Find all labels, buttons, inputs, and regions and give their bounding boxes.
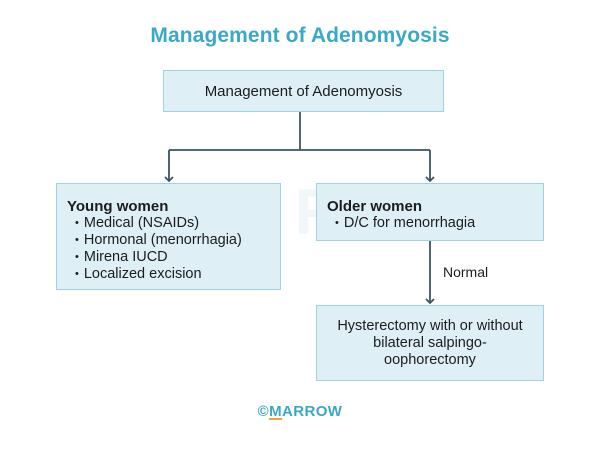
hysterectomy-node: Hysterectomy with or without bilateral s… xyxy=(316,305,544,381)
young-women-heading: Young women xyxy=(67,198,169,215)
young-women-list: Medical (NSAIDs) Hormonal (menorrhagia) … xyxy=(67,215,280,283)
young-women-node: Young women Medical (NSAIDs) Hormonal (m… xyxy=(56,183,281,290)
list-item: D/C for menorrhagia xyxy=(335,215,543,232)
copyright-symbol: © xyxy=(257,403,270,420)
list-item: Medical (NSAIDs) xyxy=(75,215,280,232)
list-item: Hormonal (menorrhagia) xyxy=(75,232,280,249)
list-item: Mirena IUCD xyxy=(75,249,280,266)
logo-brand-rest: ARROW xyxy=(282,403,343,420)
hysterectomy-node-label: Hysterectomy with or without bilateral s… xyxy=(337,317,523,368)
older-women-list: D/C for menorrhagia xyxy=(327,215,543,232)
older-women-heading: Older women xyxy=(327,198,423,215)
logo-letter-m: M xyxy=(269,403,283,420)
page-title: Management of Adenomyosis xyxy=(150,24,450,47)
edge-label-normal: Normal xyxy=(443,264,489,280)
list-item: Localized excision xyxy=(75,266,280,283)
marrow-logo: ©MARROW xyxy=(0,403,600,420)
older-women-node: Older women D/C for menorrhagia xyxy=(316,183,544,241)
root-node: Management of Adenomyosis xyxy=(163,70,444,112)
root-node-label: Management of Adenomyosis xyxy=(204,82,403,100)
